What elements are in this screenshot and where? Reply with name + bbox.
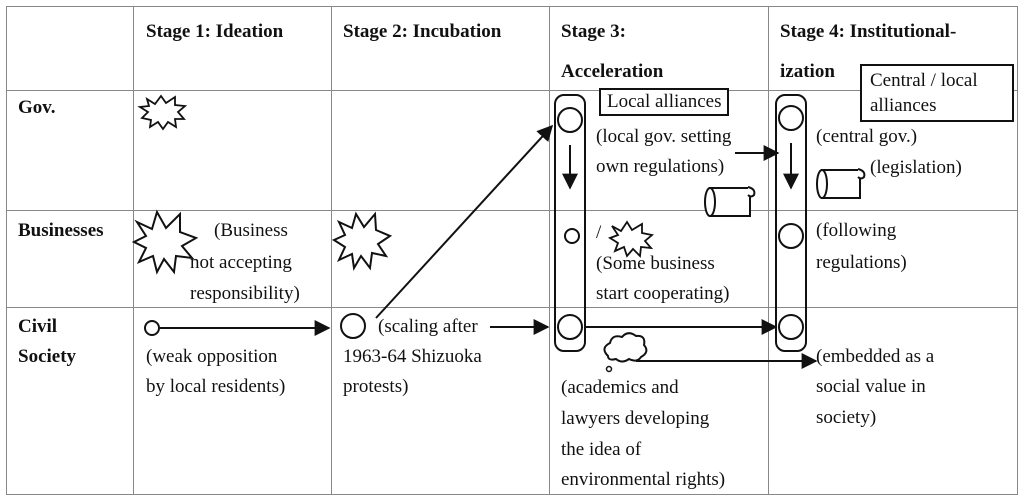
diagonal-arrow: [375, 124, 554, 319]
note-s4-business-2: regulations): [816, 252, 907, 273]
conflict-spark-icon: [131, 209, 199, 275]
actor-circle-small: [144, 320, 160, 336]
header-stage1: Stage 1: Ideation: [146, 21, 284, 42]
header-stage4-line1: Stage 4: Institutional-: [780, 21, 957, 42]
conflict-spark-icon: [331, 211, 393, 271]
actor-circle-gov: [778, 105, 804, 131]
local-alliances-box: Local alliances: [599, 88, 730, 116]
note-s3-business-slash: /: [596, 222, 602, 243]
note-s2-civil-1: (scaling after: [378, 316, 478, 337]
central-box-line1: Central / local: [870, 70, 978, 91]
header-stage3-line2: Acceleration: [561, 61, 664, 82]
note-s4-business-1: (following: [816, 220, 897, 241]
note-s4-civil-1: (embedded as a: [816, 346, 935, 367]
note-s2-civil-3: protests): [343, 376, 409, 397]
note-s4-gov-1: (central gov.): [816, 126, 918, 147]
actor-circle-medium: [340, 313, 366, 339]
note-s1-business-2: not accepting: [190, 252, 292, 273]
alliance-column-stage3: [554, 94, 586, 352]
row-label-businesses: Businesses: [18, 220, 104, 241]
central-box-line2: alliances: [870, 95, 937, 116]
central-local-alliances-box: Central / local alliances: [860, 64, 1014, 122]
note-s2-civil-2: 1963-64 Shizuoka: [343, 346, 482, 367]
table-grid: [6, 6, 1018, 495]
note-s3-business-1: (Some business: [596, 253, 715, 274]
header-stage4-line2: ization: [780, 61, 835, 82]
note-s3-civil-4: environmental rights): [561, 469, 726, 490]
idea-cloud-icon: [603, 332, 648, 363]
note-s3-civil-3: the idea of: [561, 439, 642, 460]
row-label-civil-line2: Society: [18, 346, 77, 367]
note-s1-business-1: (Business: [214, 220, 288, 241]
actor-circle-gov: [557, 107, 583, 133]
regulation-scroll-icon: [704, 186, 756, 217]
alliance-column-stage4: [775, 94, 807, 352]
note-s4-gov-2: (legislation): [870, 157, 962, 178]
conflict-spark-icon: [607, 220, 654, 258]
note-s3-business-2: start cooperating): [596, 283, 730, 304]
note-s3-gov-1: (local gov. setting: [596, 126, 732, 147]
header-stage2: Stage 2: Incubation: [343, 21, 502, 42]
actor-circle-business: [564, 228, 580, 244]
note-s3-civil-1: (academics and: [561, 377, 679, 398]
note-s1-civil-2: by local residents): [146, 376, 286, 397]
actor-circle-civil: [778, 314, 804, 340]
legislation-scroll-icon: [816, 168, 866, 199]
note-s1-business-3: responsibility): [190, 283, 300, 304]
actor-circle-civil: [557, 314, 583, 340]
note-s3-civil-2: lawyers developing: [561, 408, 710, 429]
row-label-civil-line1: Civil: [18, 316, 58, 337]
note-s3-gov-2: own regulations): [596, 156, 725, 177]
header-stage3-line1: Stage 3:: [561, 21, 626, 42]
note-s4-civil-3: society): [816, 407, 877, 428]
note-s1-civil-1: (weak opposition: [146, 346, 278, 367]
note-s4-civil-2: social value in: [816, 376, 926, 397]
actor-circle-business: [778, 223, 804, 249]
conflict-spark-icon: [137, 94, 188, 131]
row-label-gov: Gov.: [18, 97, 56, 118]
